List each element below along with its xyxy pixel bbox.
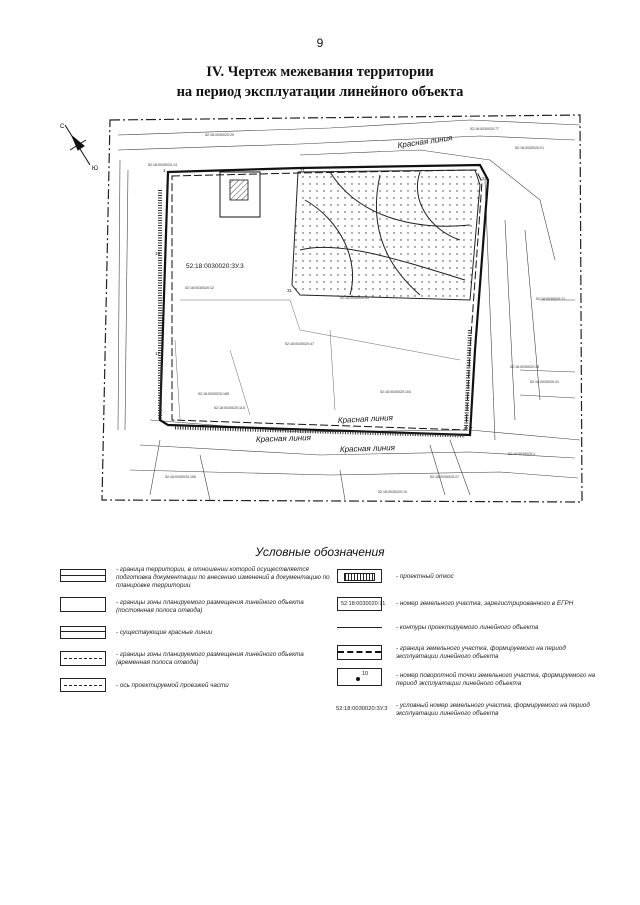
parcel-number: 52:18:0030020:77 [470,127,499,131]
legend-symbol-red-lines [60,626,106,639]
legend-text-temporary-zone: - границы зоны планируемого размещения л… [116,651,304,666]
dotted-area [291,169,481,301]
legend-symbol-permanent-zone [60,597,106,612]
title-line-1: IV. Чертеж межевания территории [206,64,434,80]
interior-lines [174,299,461,421]
point-number: 7 [470,426,473,431]
legend-symbol-road-axis [60,678,106,692]
north-arrow [64,124,91,166]
building [219,171,261,218]
legend-code-parcel-number: 52:18:0030020:71 [341,601,386,607]
page-title: IV. Чертеж межевания территории на перио… [0,62,640,102]
parcel-number: 52:18:0030020:150 [165,475,196,479]
parcel-number: 52:18:0030020:14 [148,163,177,167]
survey-map: Красная линия Красная линия Красная лини… [60,114,583,503]
legend-text-parcel-number: - номер земельного участка, зарегистриро… [396,600,574,607]
point-number: 31 [287,288,293,293]
legend-symbol-turning-point: 10 [337,668,382,686]
legend-text-red-lines: - существующие красные линии [116,629,213,636]
slope-hatching [158,190,472,438]
parcel-number: 52:18:0030020:27 [430,475,459,479]
parcel-number: 52:18:0030020:47 [285,342,314,346]
legend-text-road-axis: - ось проектируемой проезжей части [116,682,229,689]
legend-code-turning-point: 10 [362,671,369,677]
parcel-number: 52:18:0030020:21 [515,146,544,150]
turning-point-dot [356,677,360,681]
legend-text-contours: - контуры проектируемого линейного объек… [396,624,539,631]
point-number: 21 [300,168,306,173]
point-number: 19 [155,251,161,256]
legend-code-conditional: 52:18:0030020:ЗУ.3 [336,706,388,712]
parcel-number: 52:18:0030020:104 [380,390,411,394]
paths-in-park [299,171,471,296]
legend-title: Условные обозначения [255,545,385,559]
legend-symbol-temporary-zone [60,651,106,666]
south-label: Ю [92,166,98,172]
parcel-number: 52:18:0030020:10 [378,490,407,494]
page-number: 9 [316,36,324,50]
parcel-number: 52:18:0030020:71 [536,297,565,301]
legend-symbol-contours [337,627,382,628]
red-line-label-4: Красная линия [340,443,396,454]
legend-text-conditional: - условный номер земельного участка, фор… [396,702,590,717]
parcel-main-label: 52:18:0030020:ЗУ.3 [186,263,244,270]
parcel-number: 52:18:0030020:38 [510,365,539,369]
point-number: 1 [163,168,166,173]
parcel-boundary [158,163,490,437]
building-core [229,179,249,201]
red-line-label-3: Красная линия [256,433,312,444]
legend-text-turning-point: - номер поворотной точки земельного учас… [396,672,596,687]
point-number: 17 [155,351,161,356]
legend-symbol-parcel-number: 52:18:0030020:71 [337,597,386,611]
legend-symbol-territory [60,569,106,582]
red-line-label-2: Красная линия [338,413,394,425]
title-line-2: на период эксплуатации линейного объекта [176,84,464,100]
parcel-number: 52:18:0030020:41 [530,380,559,384]
legend-text-slope: - проектный откос [396,573,454,580]
parcel-number: 52:18:0030020:115 [214,406,245,410]
legend-text-territory: - граница территории, в отношении которо… [116,566,330,589]
parcel-number: 52:18:0030020:185 [198,392,229,396]
red-line-label-1: Красная линия [397,133,453,150]
legend-symbol-slope [337,569,382,583]
legend-text-permanent-zone: - границы зоны планируемого размещения л… [116,599,304,614]
legend-symbol-formed-parcel [337,645,382,660]
point-number: 22 [482,176,488,181]
parcel-number: 52:18:0030020:1 [508,452,535,456]
parcel-number: 52:18:0030020:12 [185,286,214,290]
parcel-number: 52:18:0030020:29 [205,133,234,137]
context-lines [117,119,581,501]
territory-boundary [101,114,583,503]
legend-text-formed-parcel: - граница земельного участка, формируемо… [396,645,566,660]
parcel-number: 52:18:0030020:31 [340,296,369,300]
north-label: С [60,124,65,130]
